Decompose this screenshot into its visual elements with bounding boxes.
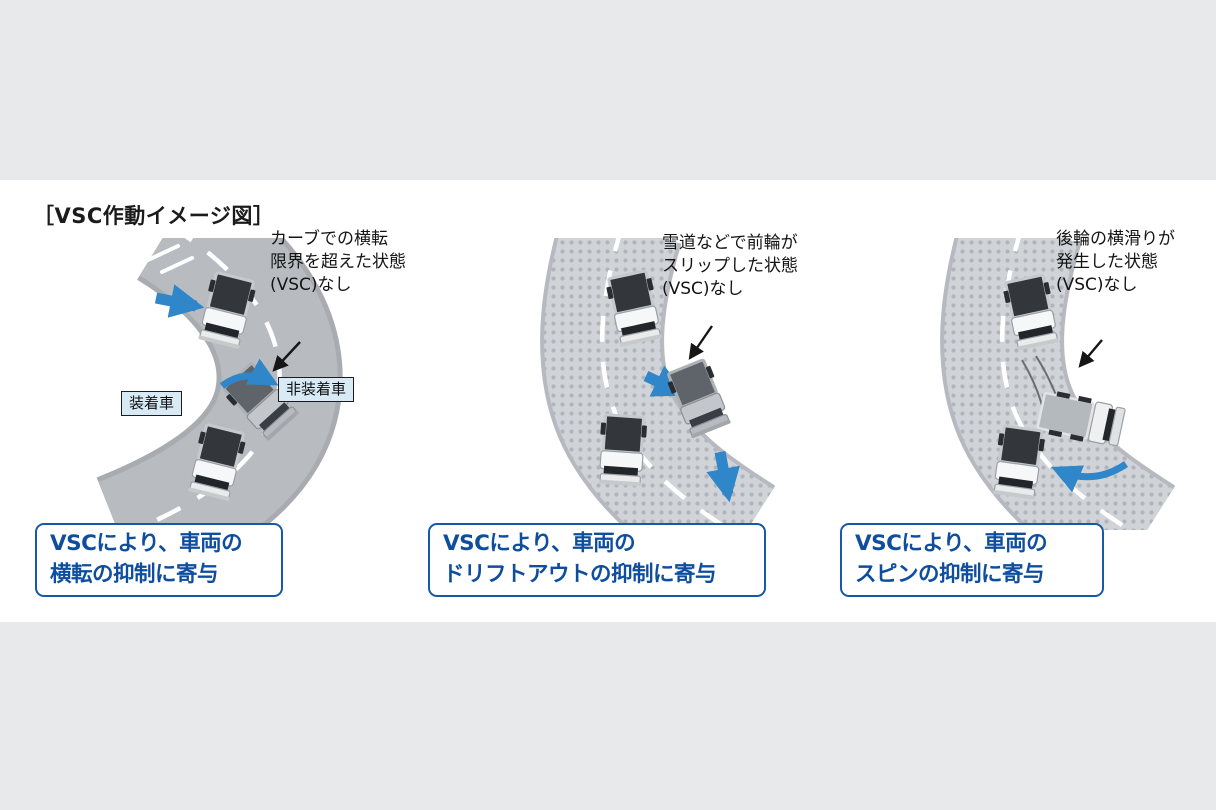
- tag-non-equipped-vehicle: 非装着車: [278, 377, 355, 402]
- figure-title: ［VSC作動イメージ図］: [33, 204, 275, 228]
- annotation-rollover: カーブでの横転 限界を超えた状態 (VSC)なし: [270, 229, 406, 295]
- force-arrow: [154, 284, 205, 318]
- annotation-arrow: [1078, 339, 1103, 368]
- panel-rollover-illustration: [96, 238, 343, 530]
- drift-arrow: [706, 450, 740, 503]
- speed-lines: [146, 244, 194, 274]
- annotation-spin: 後輪の横滑りが 発生した状態 (VSC)なし: [1056, 229, 1175, 295]
- tag-equipped-vehicle: 装着車: [121, 391, 183, 416]
- spin-arc-arrow: [1051, 461, 1128, 493]
- caption-spin: VSCにより、車両の スピンの抑制に寄与: [840, 523, 1104, 597]
- road-centerline: [599, 238, 734, 530]
- caption-rollover: VSCにより、車両の 横転の抑制に寄与: [35, 523, 283, 597]
- annotation-arrow: [272, 341, 301, 372]
- annotation-arrow: [688, 325, 713, 360]
- panel-spin-illustration: [940, 238, 1176, 530]
- rollover-arc-arrow: [219, 358, 279, 389]
- caption-driftout: VSCにより、車両の ドリフトアウトの抑制に寄与: [428, 523, 766, 597]
- panel-driftout-illustration: [540, 238, 776, 530]
- annotation-driftout: 雪道などで前輪が スリップした状態 (VSC)なし: [662, 233, 798, 299]
